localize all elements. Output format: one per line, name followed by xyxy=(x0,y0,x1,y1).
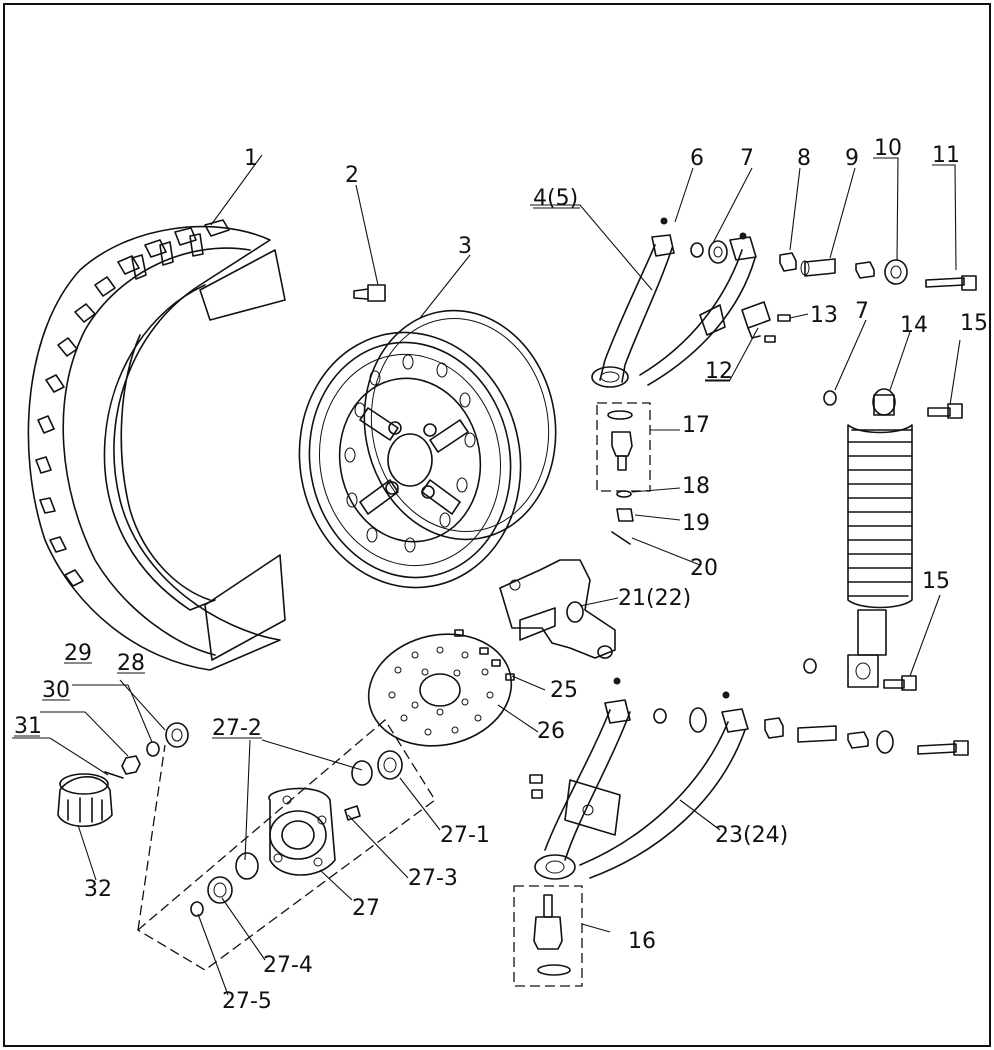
label-part-26: 26 xyxy=(537,719,565,744)
label-part-27-1: 27-1 xyxy=(440,823,490,848)
label-part-27-3: 27-3 xyxy=(408,866,458,891)
label-part-23-24: 23(24) xyxy=(715,823,788,848)
label-part-16: 16 xyxy=(628,929,656,954)
label-part-27-4: 27-4 xyxy=(263,953,313,978)
label-part-13: 13 xyxy=(810,303,838,328)
label-part-7-upper: 7 xyxy=(740,146,754,171)
brake-disc-part xyxy=(367,633,513,747)
label-part-21-22: 21(22) xyxy=(618,586,691,611)
ball-joint-upper xyxy=(596,402,651,545)
label-part-18: 18 xyxy=(682,474,710,499)
label-part-19: 19 xyxy=(682,511,710,536)
label-part-4-5: 4(5) xyxy=(533,186,578,211)
label-part-29: 29 xyxy=(64,641,92,666)
cap-nut-parts xyxy=(57,722,189,827)
label-part-28: 28 xyxy=(117,651,145,676)
label-part-32: 32 xyxy=(84,877,112,902)
label-part-7-lower: 7 xyxy=(855,299,869,324)
diagram-border xyxy=(3,3,991,1047)
label-part-25: 25 xyxy=(550,678,578,703)
wheel-rim-part xyxy=(298,309,557,589)
label-part-30: 30 xyxy=(42,678,70,703)
part-number-labels: 1 2 3 4(5) 6 7 8 9 10 11 12 13 7 14 15 1… xyxy=(14,136,988,1014)
label-part-11: 11 xyxy=(932,143,960,168)
upper-a-arm-part xyxy=(591,217,757,388)
lower-a-arm-part xyxy=(529,677,969,880)
label-underlines xyxy=(14,157,955,739)
hub-assembly-part xyxy=(136,719,436,971)
label-part-3: 3 xyxy=(458,234,472,259)
valve-bolt-part xyxy=(353,284,386,302)
label-part-10: 10 xyxy=(874,136,902,161)
label-part-1: 1 xyxy=(244,146,258,171)
label-part-8: 8 xyxy=(797,146,811,171)
leader-lines xyxy=(12,154,961,996)
label-part-9: 9 xyxy=(845,146,859,171)
label-part-27: 27 xyxy=(352,896,380,921)
upper-arm-bushings xyxy=(690,240,977,291)
label-part-15-lower: 15 xyxy=(922,569,950,594)
label-part-12: 12 xyxy=(705,359,733,384)
shock-absorber-part xyxy=(847,388,913,688)
ball-joint-lower xyxy=(513,885,583,987)
tire-part xyxy=(27,219,286,671)
label-part-6: 6 xyxy=(690,146,704,171)
disc-bolts-part xyxy=(454,629,515,681)
label-part-17: 17 xyxy=(682,413,710,438)
label-part-15-upper: 15 xyxy=(960,311,988,336)
label-part-31: 31 xyxy=(14,714,42,739)
steering-knuckle-part xyxy=(499,559,616,659)
label-part-20: 20 xyxy=(690,556,718,581)
label-part-14: 14 xyxy=(900,313,928,338)
bracket-12-13 xyxy=(741,301,791,343)
label-part-27-5: 27-5 xyxy=(222,989,272,1014)
shock-fasteners xyxy=(803,390,963,691)
label-part-2: 2 xyxy=(345,163,359,188)
label-part-27-2: 27-2 xyxy=(212,716,262,741)
